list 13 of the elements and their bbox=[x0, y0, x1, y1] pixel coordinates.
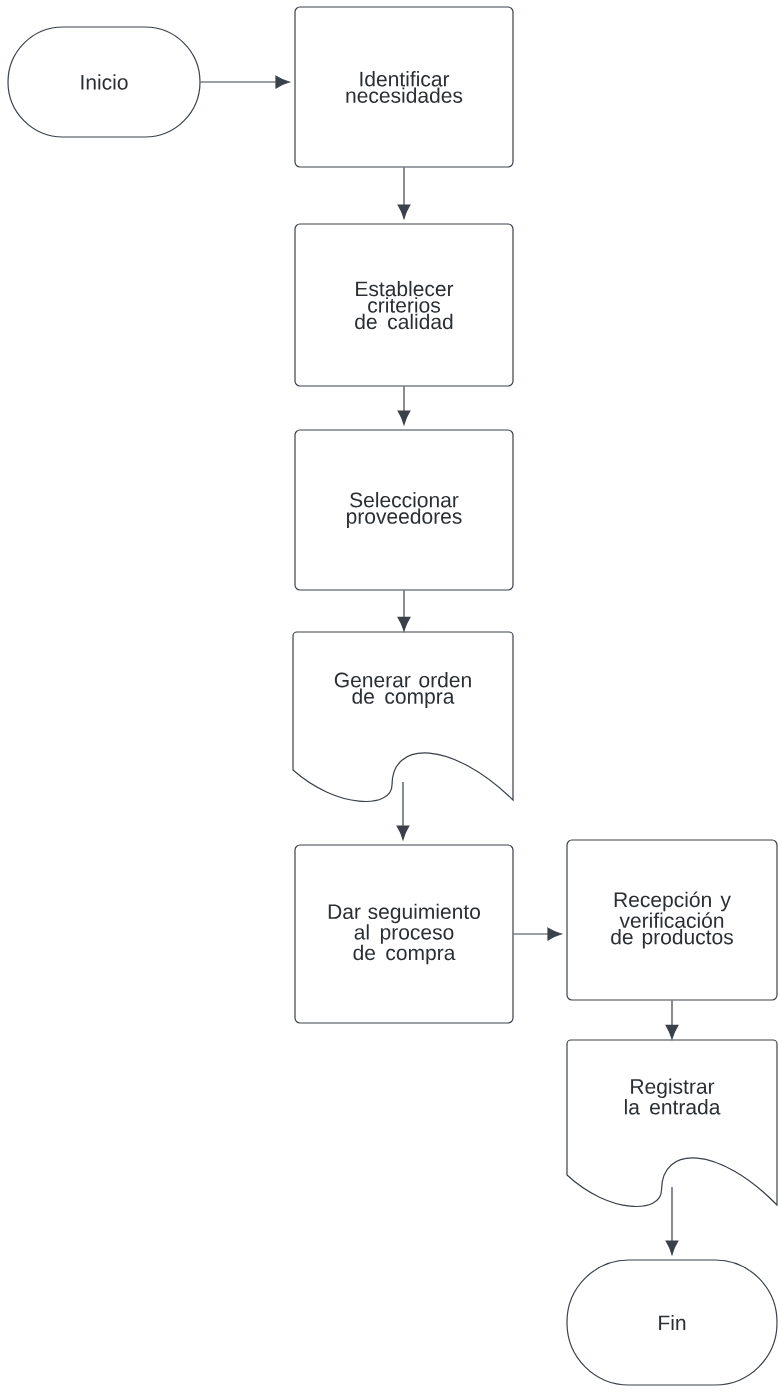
arrow bbox=[396, 781, 410, 840]
process-box: Dar seguimiento al proceso de compra bbox=[294, 844, 514, 1024]
process-box: Establecer criterios de calidad bbox=[294, 223, 514, 387]
arrow bbox=[665, 1000, 679, 1040]
arrow bbox=[665, 1186, 679, 1255]
arrow bbox=[397, 167, 411, 219]
arrow bbox=[200, 75, 290, 89]
process-box: Recepción y verificación de productos bbox=[566, 839, 778, 1001]
process-box: Identificar necesidades bbox=[294, 6, 514, 168]
arrow bbox=[397, 386, 411, 425]
process-box: Seleccionar proveedores bbox=[294, 429, 514, 591]
arrow bbox=[397, 590, 411, 632]
arrow bbox=[513, 927, 562, 941]
